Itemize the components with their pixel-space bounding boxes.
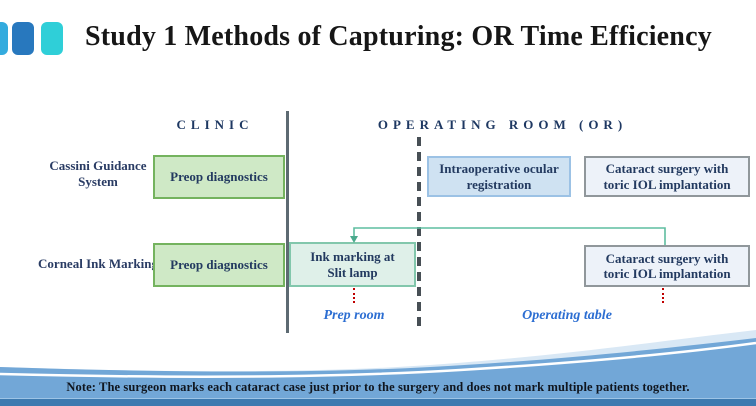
logo-square-icon bbox=[41, 22, 63, 55]
row-label-cassini-guidance-system: Cassini Guidance System bbox=[49, 158, 147, 190]
red-dotted-marker-ink-marking bbox=[353, 288, 355, 303]
box-label: Cataract surgery with toric IOL implanta… bbox=[603, 161, 731, 192]
clinic-or-divider bbox=[286, 111, 289, 333]
box-label: Preop diagnostics bbox=[170, 257, 268, 273]
box-cataract-surgery-corneal: Cataract surgery with toric IOL implanta… bbox=[584, 245, 750, 287]
box-cataract-surgery-cassini: Cataract surgery with toric IOL implanta… bbox=[584, 156, 750, 197]
box-intraoperative-ocular-registration: Intraoperative ocular registration bbox=[427, 156, 571, 197]
slide-note: Note: The surgeon marks each cataract ca… bbox=[66, 380, 690, 394]
box-preop-diagnostics-corneal: Preop diagnostics bbox=[153, 243, 285, 287]
box-label: Preop diagnostics bbox=[170, 169, 268, 185]
red-dotted-marker-surgery bbox=[662, 288, 664, 303]
box-label: Ink marking at Slit lamp bbox=[310, 249, 395, 280]
logo-square-icon bbox=[0, 22, 8, 55]
box-ink-marking-slit-lamp: Ink marking at Slit lamp bbox=[289, 242, 416, 287]
zone-label-prep-room: Prep room bbox=[323, 308, 385, 323]
box-label: Cataract surgery with toric IOL implanta… bbox=[603, 250, 731, 281]
column-header-clinic: CLINIC bbox=[176, 117, 254, 132]
logo-square-icon bbox=[12, 22, 34, 55]
box-label: Intraoperative ocular registration bbox=[439, 161, 559, 192]
slide-title: Study 1 Methods of Capturing: OR Time Ef… bbox=[85, 21, 712, 52]
prep-room-operating-table-divider bbox=[417, 137, 421, 331]
column-header-operating-room: OPERATING ROOM (OR) bbox=[377, 117, 628, 132]
bottom-wave-decoration bbox=[0, 330, 756, 406]
zone-label-operating-table: Operating table bbox=[522, 308, 612, 323]
row-label-corneal-ink-marking: Corneal Ink Marking bbox=[38, 256, 158, 271]
box-preop-diagnostics-cassini: Preop diagnostics bbox=[153, 155, 285, 199]
